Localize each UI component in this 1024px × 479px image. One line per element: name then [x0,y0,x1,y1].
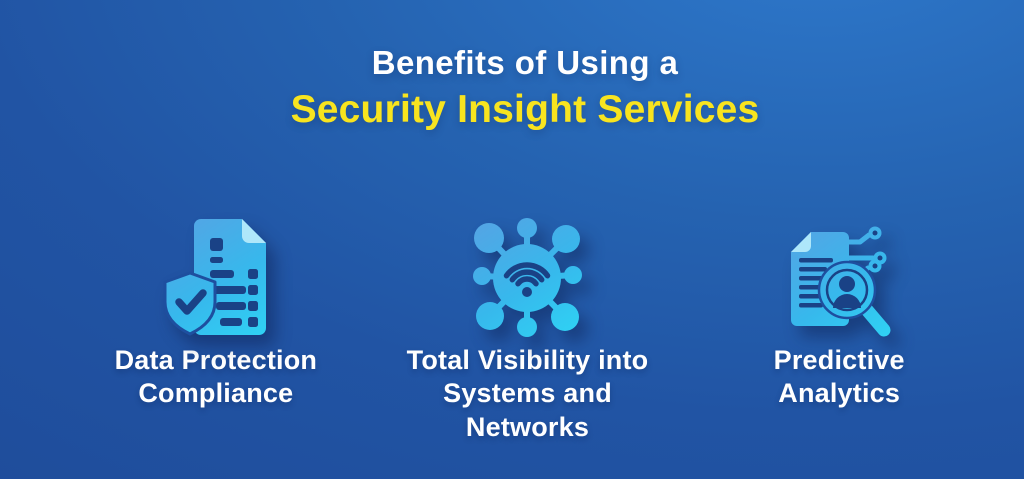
infographic-title: Benefits of Using a Security Insight Ser… [13,42,1024,133]
person-icon [833,276,862,308]
benefit-card-data-protection: Data Protection Compliance [60,214,372,444]
benefit-card-total-visibility: Total Visibility into Systems and Networ… [372,214,684,444]
benefit-label-line: Networks [465,411,590,442]
network-wifi-hub-icon [472,218,582,337]
benefit-label-line: Predictive [773,345,905,375]
benefit-label-line: Systems and [443,378,612,409]
benefits-row: Data Protection Compliance [60,214,995,444]
benefit-label-line: Total Visibility into [406,345,649,375]
document-magnifier-person-icon [791,226,891,337]
benefit-label-line: Data Protection [114,345,318,375]
benefit-icon-wrap [472,214,584,340]
benefit-label-line: Compliance [138,378,294,409]
benefit-card-predictive-analytics: Predictive Analytics [683,214,995,444]
benefit-label: Data Protection Compliance [115,344,318,411]
benefit-label: Total Visibility into Systems and Networ… [407,344,649,444]
benefit-label: Predictive Analytics [774,344,905,411]
document-shield-check-icon [163,219,266,336]
wifi-icon [503,262,550,287]
benefit-icon-wrap [783,214,895,340]
benefit-label-line: Analytics [778,378,901,409]
benefit-icon-wrap [160,214,272,340]
title-line-1: Benefits of Using a [371,44,679,81]
title-line-2: Security Insight Services [290,88,760,132]
